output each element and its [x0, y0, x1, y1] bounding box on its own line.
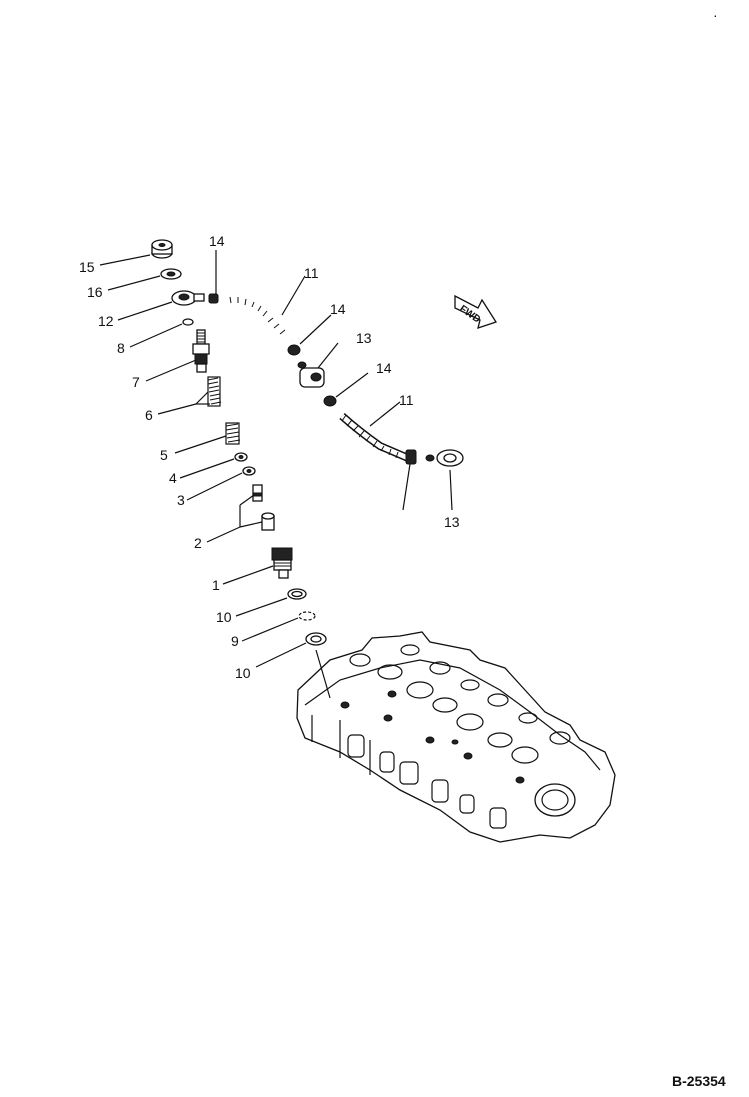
- callout-2: 2: [194, 535, 202, 551]
- part-6-spring-set: [207, 376, 222, 407]
- callout-14-a: 14: [209, 233, 225, 249]
- callout-15: 15: [79, 259, 95, 275]
- callout-14-c: 14: [376, 360, 392, 376]
- callout-3: 3: [177, 492, 185, 508]
- callout-16: 16: [87, 284, 103, 300]
- callout-13-upper: 13: [356, 330, 372, 346]
- part-15-cap-nut: [151, 239, 173, 259]
- callout-10-lower: 10: [235, 665, 251, 681]
- part-7-nozzle-holder: [192, 329, 210, 373]
- callout-8: 8: [117, 340, 125, 356]
- cylinder-head: [296, 631, 616, 843]
- fwd-direction-arrow: FWD: [454, 294, 497, 329]
- figure-number: B-25354: [672, 1073, 726, 1089]
- callout-12: 12: [98, 313, 114, 329]
- part-14-clamp-a: [208, 293, 219, 304]
- part-12-banjo-fitting: [171, 290, 205, 306]
- part-11-leak-hose-lower: [339, 413, 410, 462]
- part-10-gasket-upper: [287, 588, 307, 600]
- part-14-clamp-c: [323, 395, 337, 407]
- part-10-gasket-lower: [305, 632, 327, 646]
- callout-5: 5: [160, 447, 168, 463]
- part-2-nozzle-valve: [252, 484, 275, 531]
- corner-mark: ·: [713, 7, 718, 23]
- part-4-washer: [234, 452, 248, 462]
- part-9-heat-shield: [298, 611, 316, 621]
- callout-6: 6: [145, 407, 153, 423]
- callout-labels: 15 16 12 8 7 6 5 4 3 2 1 10 9 10 14 11 1…: [79, 233, 460, 681]
- callout-11-lower: 11: [399, 392, 414, 408]
- part-16-washer: [160, 268, 182, 280]
- part-5-spring: [225, 422, 241, 445]
- part-13-banjo-fitting-lower: [425, 449, 464, 467]
- callout-13-lower: 13: [444, 514, 460, 530]
- part-1-nozzle: [271, 547, 293, 579]
- part-11-leak-hose-upper: [221, 296, 294, 342]
- callout-1: 1: [212, 577, 220, 593]
- callout-4: 4: [169, 470, 177, 486]
- part-13-banjo-fitting-upper: [297, 361, 325, 388]
- callout-7: 7: [132, 374, 140, 390]
- leader-lines: [99, 250, 453, 699]
- callout-10-upper: 10: [216, 609, 232, 625]
- part-8-o-ring: [182, 318, 194, 326]
- part-3-washer: [242, 466, 256, 476]
- callout-9: 9: [231, 633, 239, 649]
- part-14-clamp-d: [405, 449, 417, 465]
- callout-11-upper: 11: [304, 265, 319, 281]
- part-14-clamp-b: [287, 344, 301, 356]
- callout-14-b: 14: [330, 301, 346, 317]
